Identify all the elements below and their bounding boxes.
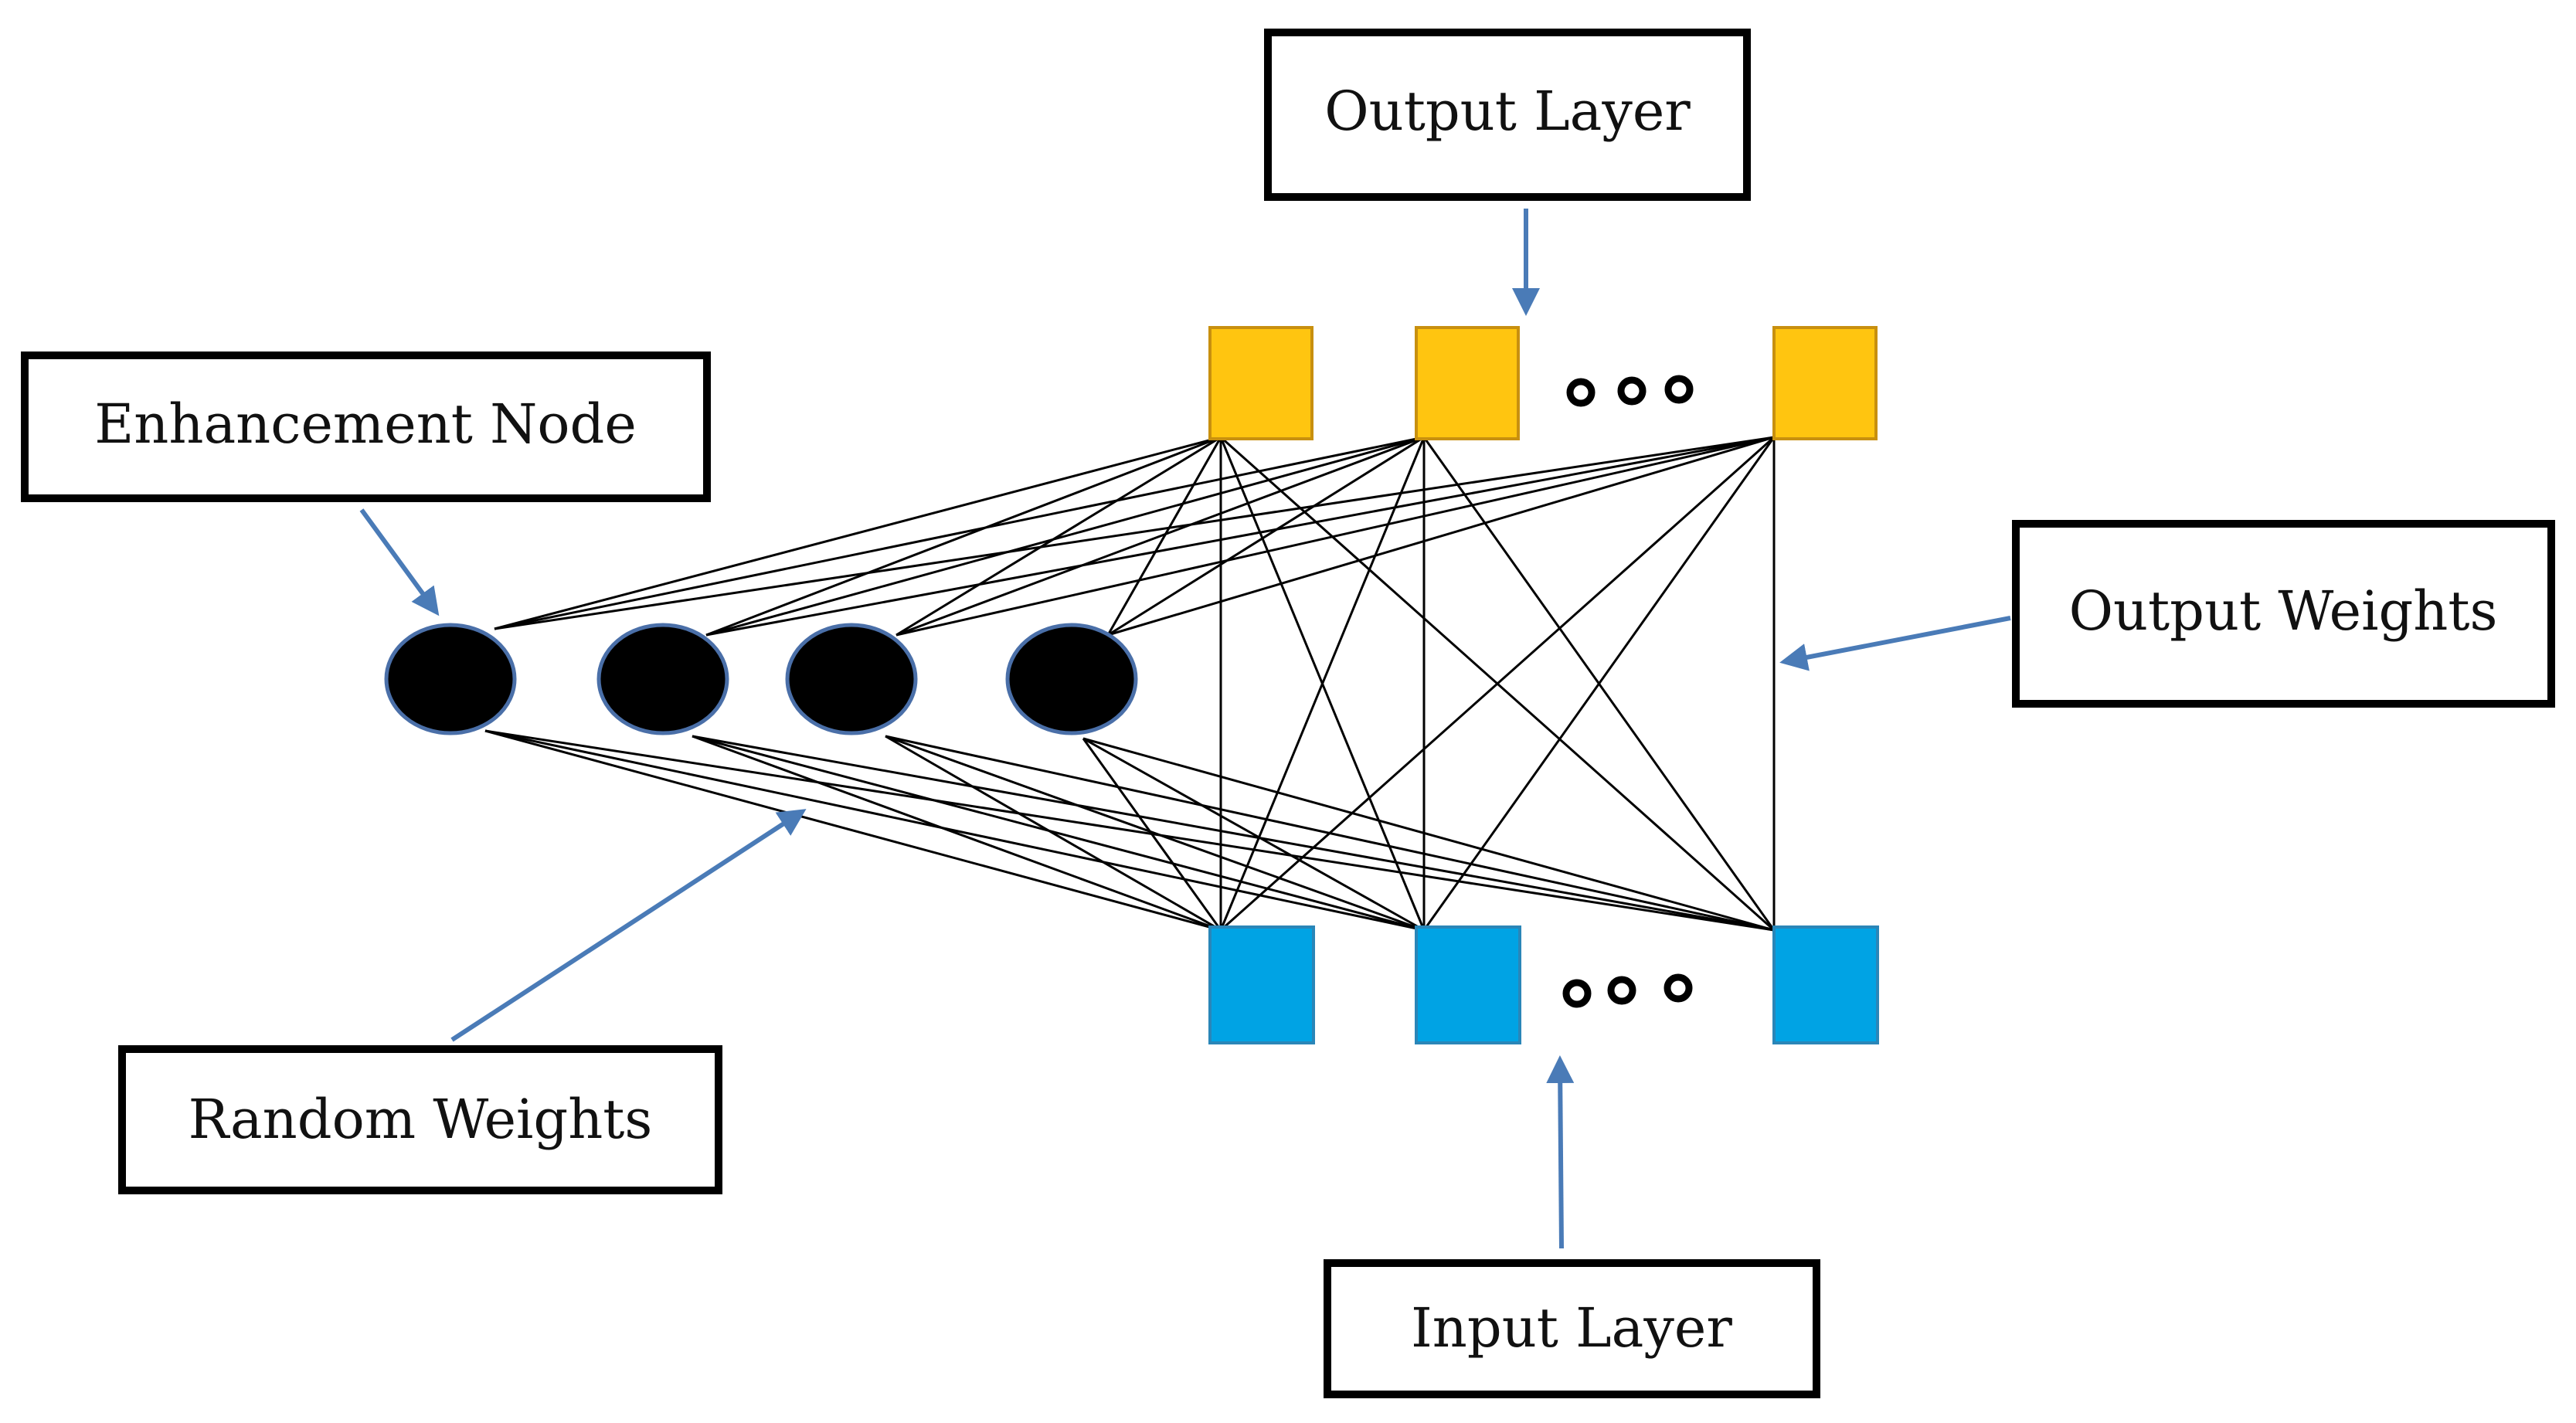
enhancement-nodes xyxy=(384,623,1138,735)
connection-line xyxy=(895,436,1222,637)
connection-line xyxy=(494,436,1222,630)
connection-line xyxy=(1082,737,1775,932)
enhancement-node-box xyxy=(21,352,711,502)
label-enhancement-node: Enhancement Node xyxy=(21,352,711,502)
output-weights-box xyxy=(2012,520,2555,708)
input-node xyxy=(1772,925,1879,1044)
connection-line xyxy=(1082,738,1222,931)
connection-line xyxy=(895,436,1775,637)
connection-line xyxy=(692,735,1775,932)
input-ellipsis-dots xyxy=(1562,973,1693,1008)
connection-line xyxy=(1107,436,1775,637)
enhancement-node-label: Enhancement Node xyxy=(94,392,637,456)
connection-line xyxy=(1220,436,1775,932)
enhancement-node xyxy=(596,623,729,735)
output-layer-label: Output Layer xyxy=(1324,80,1691,143)
connection-line xyxy=(1219,436,1426,931)
connection-line xyxy=(494,436,1775,630)
arrow-to-enhancement-node xyxy=(359,508,440,616)
random-weights-box xyxy=(118,1045,722,1194)
connection-line xyxy=(692,735,1222,932)
arrow-to-input-layer xyxy=(1546,1055,1575,1249)
output-layer-nodes xyxy=(1208,326,1878,440)
enhancement-node xyxy=(785,623,918,735)
connection-line xyxy=(484,729,1222,932)
connection-line xyxy=(885,735,1222,932)
enhancement-node xyxy=(1005,623,1138,735)
output-layer-box xyxy=(1264,29,1751,201)
connection-line xyxy=(885,735,1425,932)
label-output-weights: Output Weights xyxy=(2012,520,2555,708)
enhancement-node xyxy=(384,623,517,735)
ellipsis-dot xyxy=(1562,979,1592,1008)
output-node xyxy=(1208,326,1313,440)
connection-line xyxy=(1082,737,1425,932)
input-layer-nodes xyxy=(1208,925,1879,1044)
connection-line xyxy=(705,436,1425,637)
arrow-to-output-weights xyxy=(1779,616,2011,671)
output-node xyxy=(1772,326,1878,440)
connection-line xyxy=(705,436,1775,637)
connection-line xyxy=(494,436,1425,630)
connection-line xyxy=(1107,436,1425,637)
label-output-layer: Output Layer xyxy=(1264,29,1751,201)
connection-line xyxy=(484,729,1425,932)
ellipsis-dot xyxy=(1664,973,1693,1003)
connection-line xyxy=(692,735,1425,932)
connection-line xyxy=(484,729,1775,932)
output-ellipsis-dots xyxy=(1566,375,1694,407)
output-node xyxy=(1415,326,1520,440)
label-random-weights: Random Weights xyxy=(118,1045,722,1194)
weight-connections xyxy=(484,436,1776,932)
input-node xyxy=(1208,925,1315,1044)
ellipsis-dot xyxy=(1566,378,1596,407)
connection-line xyxy=(705,436,1222,637)
connection-line xyxy=(1422,436,1776,931)
input-node xyxy=(1415,925,1521,1044)
ellipsis-dot xyxy=(1607,976,1636,1005)
output-weights-label: Output Weights xyxy=(2069,579,2498,643)
label-input-layer: Input Layer xyxy=(1324,1259,1820,1398)
connection-line xyxy=(1106,436,1222,636)
ellipsis-dot xyxy=(1617,376,1647,406)
ellipsis-dot xyxy=(1664,375,1694,404)
input-layer-label: Input Layer xyxy=(1411,1296,1732,1360)
connection-line xyxy=(895,436,1425,637)
random-weights-label: Random Weights xyxy=(189,1088,653,1151)
input-layer-box xyxy=(1324,1259,1820,1398)
annotation-arrows xyxy=(359,209,2011,1249)
arrow-to-random-weights xyxy=(450,809,807,1042)
